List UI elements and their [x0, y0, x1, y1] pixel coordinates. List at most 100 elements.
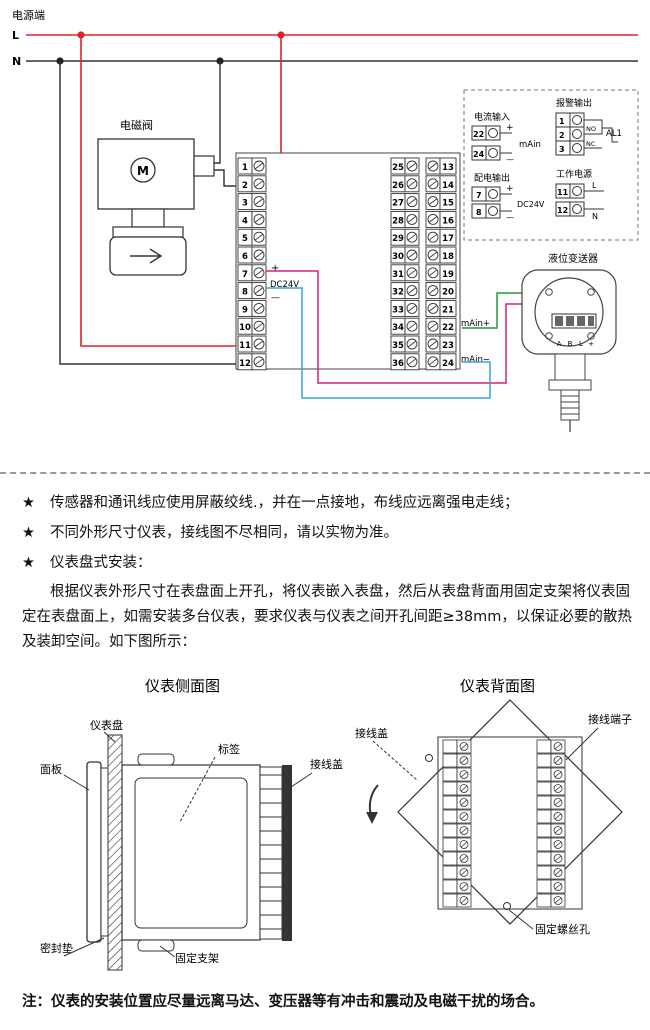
legend-al-t1: 1 — [559, 117, 565, 126]
leader-tag — [179, 756, 216, 823]
back-terminal-cell — [536, 767, 566, 782]
terminal-number: 5 — [242, 234, 248, 244]
terminal-cell: 26 — [390, 175, 420, 193]
legend-po-t2: 8 — [476, 208, 482, 217]
cover-side — [282, 765, 292, 941]
back-terminal-cell — [536, 781, 566, 796]
mAin-minus: mAin− — [461, 355, 490, 365]
level-transmitter-icon — [521, 269, 617, 432]
terminal-cell: 19 — [425, 264, 457, 282]
legend-work-power-title: 工作电源 — [556, 168, 592, 180]
label-back-cover: 接线盖 — [355, 726, 388, 740]
legend-ci-t1: 22 — [473, 130, 484, 139]
screw-hole-top — [425, 754, 433, 762]
installation-diagrams: 仪表侧面图 仪表背面图 仪表盘 面板 标签 接线盖 密封垫 固定支架 接线盖 — [40, 677, 632, 971]
note-item: ★ 仪表盘式安装： — [22, 550, 632, 576]
label-cover: 接线盖 — [310, 757, 343, 771]
line-L-label: L — [12, 29, 19, 42]
label-face: 面板 — [40, 762, 62, 776]
side-view-title: 仪表侧面图 — [145, 677, 220, 695]
leader-cover — [290, 772, 313, 788]
leader-bracket — [159, 945, 176, 958]
terminal-number: 4 — [242, 216, 248, 226]
terminal-number: 35 — [392, 341, 404, 351]
valve-label: 电磁阀 — [120, 118, 153, 132]
terminal-cell: 15 — [425, 193, 457, 211]
back-terminal-cell — [442, 893, 472, 908]
note-text-3: 仪表盘式安装： — [50, 555, 152, 571]
terminal-cell: 30 — [390, 246, 420, 264]
motor-symbol: M — [137, 164, 149, 178]
leader-terminal — [565, 727, 599, 761]
back-terminal-cell — [536, 809, 566, 824]
note-text-2: 不同外形尺寸仪表，接线图不尽相同，请以实物为准。 — [50, 525, 398, 541]
label-seal: 密封垫 — [40, 941, 73, 955]
terminal-number: 17 — [442, 234, 454, 244]
terminal-number: 12 — [239, 359, 251, 369]
rotate-arrow-head-icon — [366, 812, 378, 824]
terminal-number: 26 — [392, 181, 404, 191]
terminal-number: 18 — [442, 252, 454, 262]
terminal-number: 34 — [392, 323, 404, 333]
terminal-cell: 1 — [237, 157, 267, 175]
terminal-number: 10 — [239, 323, 251, 333]
terminal-number: 14 — [442, 181, 454, 191]
terminal-cell: 21 — [425, 299, 457, 317]
terminal-number: 6 — [242, 252, 248, 262]
screw-hole-bottom — [503, 902, 511, 910]
back-terminal-cell — [442, 767, 472, 782]
dc-minus: — — [271, 293, 280, 303]
terminal-cell: 5 — [237, 228, 267, 246]
bracket-bottom — [137, 939, 175, 952]
dc-plus: + — [271, 263, 279, 274]
terminal-number: 2 — [242, 181, 248, 191]
terminal-number: 1 — [242, 163, 248, 173]
terminal-number: 9 — [242, 305, 248, 315]
terminal-cell: 4 — [237, 210, 267, 228]
line-N-label: N — [12, 55, 21, 68]
legend-ci-unit: mAin — [519, 140, 541, 150]
legend-po-plus: + — [506, 184, 514, 194]
transmitter-terminal: + — [588, 340, 594, 348]
dc24v-label: DC24V — [270, 280, 299, 290]
legend-alarm-terminals — [555, 112, 618, 156]
terminal-number: 33 — [392, 305, 404, 315]
terminal-number: 23 — [442, 341, 454, 351]
terminal-cell: 2 — [237, 175, 267, 193]
terminal-cell: 31 — [390, 264, 420, 282]
terminal-cell: 14 — [425, 175, 457, 193]
terminal-cell: 3 — [237, 193, 267, 211]
legend-ci-minus: — — [506, 155, 514, 164]
legend-po-unit: DC24V — [517, 200, 545, 209]
terminal-cell: 25 — [390, 157, 420, 175]
terminal-number: 13 — [442, 163, 454, 173]
terminal-number: 20 — [442, 288, 454, 298]
solenoid-valve-icon — [97, 138, 215, 276]
leader-face — [63, 774, 90, 791]
terminal-number: 36 — [392, 359, 404, 369]
terminal-cell: 22 — [425, 317, 457, 335]
legend-wp-t1: 11 — [557, 188, 569, 197]
terminal-cell: 18 — [425, 246, 457, 264]
terminal-cell: 24 — [425, 353, 457, 371]
legend-wp-L: L — [592, 181, 597, 190]
wire-valve-N — [214, 61, 221, 164]
wire-N-t12 — [59, 61, 238, 365]
terminal-cell: 7 — [237, 264, 267, 282]
legend-work-power-terminals — [555, 183, 604, 217]
instrument-back-view — [366, 699, 623, 925]
star-icon: ★ — [22, 495, 35, 511]
legend-ci-plus: + — [506, 123, 514, 133]
terminal-number: 3 — [242, 199, 248, 209]
note-text-1: 传感器和通讯线应使用屏蔽绞线.，并在一点接地，布线应远离强电走线； — [50, 495, 519, 511]
note-item: ★ 不同外形尺寸仪表，接线图不尽相同，请以实物为准。 — [22, 520, 632, 546]
terminal-number: 7 — [242, 270, 248, 280]
terminal-cell: 28 — [390, 210, 420, 228]
label-panel: 仪表盘 — [90, 718, 123, 732]
label-terminal: 接线端子 — [588, 712, 632, 726]
back-terminal-cell — [442, 879, 472, 894]
instrument-back — [235, 152, 461, 370]
leader-screw — [508, 909, 534, 930]
